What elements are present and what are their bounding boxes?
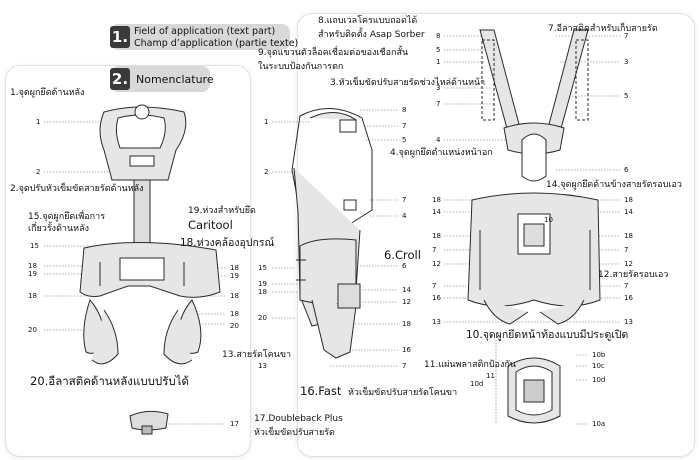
nomenclature-title: Nomenclature [136,73,214,86]
callout-7-mid-c: 7 [402,362,407,370]
callout-17: 17 [230,420,239,428]
label-shoulder-buckle: 3.หัวเข็มขัดปรับสายรัดช่วงไหล่ด้านหน้า [330,78,486,88]
label-caritool-b: Caritool [188,218,233,232]
label-rear-elastic: 20.อีลาสติคด้านหลังแบบปรับได้ [30,374,189,388]
label-leg-loop: 13.สายรัดโคนขา [222,350,292,360]
label-back-attachment: 1.จุดผูกยึดด้านหลัง [10,88,85,98]
callout-12-mid: 12 [402,298,411,306]
label-fast-a: 16.Fast [300,384,342,398]
callout-7-mid-a: 7 [402,122,407,130]
callout-3-right-a: 3 [624,58,629,66]
callout-18-right-rb: 18 [624,232,633,240]
callout-15-mid: 15 [258,264,267,272]
callout-19-left: 19 [28,270,37,278]
callout-13-right-l: 13 [432,318,441,326]
callout-18-right-c: 18 [230,310,239,318]
callout-11: 11 [486,372,495,380]
callout-12-right-r: 12 [624,260,633,268]
callout-7-right-b: 7 [436,100,441,108]
callout-18-right-a: 18 [230,264,239,272]
callout-18-right-la: 18 [432,196,441,204]
callout-16-mid: 16 [402,346,411,354]
label-storage-elastic: 7.อีลาสติคสำหรับเก็บสายรัด [548,24,658,34]
label-caritool-a: 19.ห่วงสำหรับยึด [188,206,256,216]
label-rear-positioning-a: 15.จุดผูกยึดเพื่อการ [28,212,106,222]
callout-5-right-a: 5 [436,46,441,54]
callout-14-right-l: 14 [432,208,441,216]
section-number-1: 1. [110,26,130,48]
callout-18-right-lb: 18 [432,232,441,240]
label-chest-attachment: 4.จุดผูกยึดตำแหน่งหน้าอก [390,148,493,158]
label-lanyard-b: ในระบบป้องกันการตก [258,62,344,72]
label-fast-b: หัวเข็มขัดปรับสายรัดโคนขา [348,388,458,398]
callout-4-mid: 4 [402,212,407,220]
callout-7-mid-b: 7 [402,196,407,204]
label-doubleback-a: 17.Doubleback Plus [254,414,343,424]
callout-3-right-b: 3 [436,84,441,92]
callout-13-mid: 13 [258,362,267,370]
callout-2-mid: 2 [264,168,269,176]
label-velcro-b: สำหรับติดตั้ง Asap Sorber [318,30,425,40]
label-rear-positioning-b: เกี่ยวรั้งด้านหลัง [28,224,89,234]
callout-8-mid: 8 [402,106,407,114]
callout-10c: 10c [592,362,605,370]
label-ventral-attachment: 10.จุดผูกยึดหน้าท้องแบบมีประตูเปิด [466,329,629,341]
callout-7-right-rc: 7 [624,246,629,254]
callout-18-right-b: 18 [230,292,239,300]
callout-7-right-lc: 7 [432,246,437,254]
callout-5-mid: 5 [402,136,407,144]
label-back-strap-adjust: 2.จุดปรับหัวเข็มขัดสายรัดด้านหลัง [10,184,144,194]
callout-10b: 10b [592,351,606,359]
label-velcro-a: 8.แถบเวลโครแบบถอดได้ [318,16,418,26]
callout-16-right-l: 16 [432,294,441,302]
callout-6-mid: 6 [402,262,407,270]
callout-13-right-r: 13 [624,318,633,326]
callout-1-mid: 1 [264,118,269,126]
field-of-application-en: Field of application (text part) [134,26,276,37]
field-of-application-fr: Champ d’application (partie texte) [134,38,299,49]
callout-7-right-a: 7 [624,32,629,40]
callout-6-right: 6 [624,166,629,174]
callout-18-right-ra: 18 [624,196,633,204]
callout-18-mid-b: 18 [402,320,411,328]
callout-20-right: 20 [230,322,239,330]
section-number-2: 2. [110,68,130,90]
callout-16-right-r: 16 [624,294,633,302]
callout-20-left: 20 [28,326,37,334]
callout-5-right-b: 5 [624,92,629,100]
callout-20-mid: 20 [258,314,267,322]
callout-19-mid: 19 [258,280,267,288]
callout-4-right: 4 [436,136,441,144]
callout-10: 10 [544,216,553,224]
callout-15-left: 15 [30,242,39,250]
field-of-application-header [110,24,290,50]
callout-14-mid: 14 [402,286,411,294]
callout-18-left-b: 18 [28,292,37,300]
label-side-attachment: 14.จุดผูกยึดด้านข้างสายรัดรอบเอว [546,180,682,190]
label-waistbelt: 12.สายรัดรอบเอว [598,270,669,280]
callout-10d-right: 10d [592,376,606,384]
callout-9-right: 1 [436,58,441,66]
callout-18-left-a: 18 [28,262,37,270]
callout-18-mid-a: 18 [258,288,267,296]
label-doubleback-b: หัวเข็มขัดปรับสายรัด [254,428,335,438]
callout-1-left: 1 [36,118,41,126]
label-lanyard-a: 9.จุดแขวนตัวล็อคเชื่อมต่อของเชือกสั้น [258,48,409,58]
label-gear-loops: 18.ห่วงคล้องอุปกรณ์ [180,237,275,249]
callout-7-right-rd: 7 [624,282,629,290]
callout-2-left: 2 [36,168,41,176]
label-croll: 6.Croll [384,248,421,262]
label-protector: 11.แผ่นพลาสติกป้องกัน [424,360,516,370]
callout-7-right-ld: 7 [432,282,437,290]
callout-10d-left: 10d [470,380,484,388]
callout-8-right: 8 [436,32,441,40]
callout-19-right: 19 [230,272,239,280]
callout-10a: 10a [592,420,606,428]
callout-14-right-r: 14 [624,208,633,216]
callout-12-right-l: 12 [432,260,441,268]
